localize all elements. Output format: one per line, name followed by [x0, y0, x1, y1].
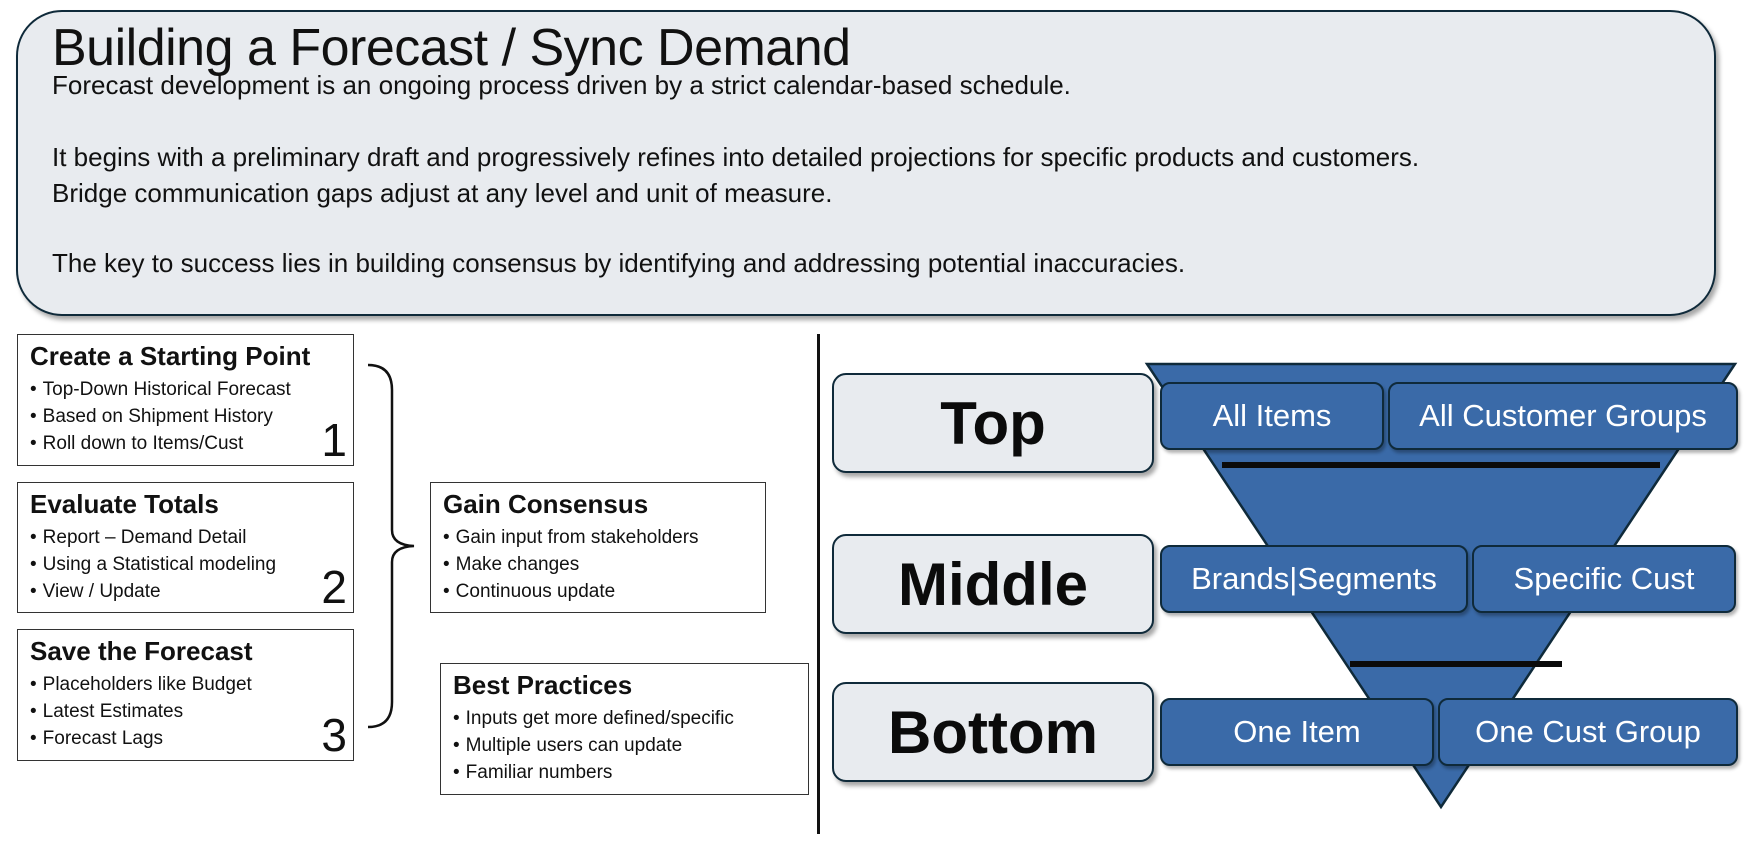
- header-panel: Building a Forecast / Sync Demand Foreca…: [16, 10, 1716, 316]
- tag-brands-segments: Brands|Segments: [1160, 545, 1468, 613]
- step-bullets: Placeholders like Budget Latest Estimate…: [30, 671, 341, 752]
- bullet-item: Continuous update: [443, 578, 753, 605]
- tag-all-customer-groups: All Customer Groups: [1388, 382, 1738, 450]
- step-bullets: Top-Down Historical Forecast Based on Sh…: [30, 376, 341, 457]
- tag-all-items: All Items: [1160, 382, 1384, 450]
- tag-one-cust-group: One Cust Group: [1438, 698, 1738, 766]
- step-box-3: Save the Forecast Placeholders like Budg…: [17, 629, 354, 761]
- level-label-bottom: Bottom: [832, 682, 1154, 782]
- intro-line-1: Forecast development is an ongoing proce…: [52, 70, 1071, 100]
- bullet-item: Placeholders like Budget: [30, 671, 341, 698]
- consensus-title: Gain Consensus: [443, 489, 649, 519]
- bullet-item: Gain input from stakeholders: [443, 524, 753, 551]
- step-number: 1: [321, 414, 347, 466]
- bullet-item: Based on Shipment History: [30, 403, 341, 430]
- step-bullets: Report – Demand Detail Using a Statistic…: [30, 524, 341, 605]
- step-number: 2: [321, 561, 347, 613]
- gain-consensus-box: Gain Consensus Gain input from stakehold…: [430, 482, 766, 613]
- intro-line-2: It begins with a preliminary draft and p…: [52, 142, 1420, 172]
- step-box-2: Evaluate Totals Report – Demand Detail U…: [17, 482, 354, 613]
- bullet-item: Inputs get more defined/specific: [453, 705, 796, 732]
- vertical-divider: [817, 334, 820, 834]
- bullet-item: Top-Down Historical Forecast: [30, 376, 341, 403]
- step-title: Create a Starting Point: [30, 341, 311, 371]
- step-number: 3: [321, 709, 347, 761]
- best-practices-box: Best Practices Inputs get more defined/s…: [440, 663, 809, 795]
- step-title: Save the Forecast: [30, 636, 253, 666]
- level-label-middle: Middle: [832, 534, 1154, 634]
- step-box-1: Create a Starting Point Top-Down Histori…: [17, 334, 354, 466]
- bullet-item: Report – Demand Detail: [30, 524, 341, 551]
- bullet-item: Familiar numbers: [453, 759, 796, 786]
- step-title: Evaluate Totals: [30, 489, 219, 519]
- curly-brace: [367, 363, 415, 729]
- bullet-item: Latest Estimates: [30, 698, 341, 725]
- best-practices-title: Best Practices: [453, 670, 633, 700]
- bullet-item: Multiple users can update: [453, 732, 796, 759]
- tag-specific-cust: Specific Cust: [1472, 545, 1736, 613]
- best-practices-bullets: Inputs get more defined/specific Multipl…: [453, 705, 796, 786]
- page-title: Building a Forecast / Sync Demand: [52, 19, 851, 77]
- intro-line-3: Bridge communication gaps adjust at any …: [52, 178, 833, 208]
- bullet-item: Make changes: [443, 551, 753, 578]
- tag-one-item: One Item: [1160, 698, 1434, 766]
- level-label-top: Top: [832, 373, 1154, 473]
- bullet-item: Forecast Lags: [30, 725, 341, 752]
- consensus-bullets: Gain input from stakeholders Make change…: [443, 524, 753, 605]
- bullet-item: Roll down to Items/Cust: [30, 430, 341, 457]
- bullet-item: Using a Statistical modeling: [30, 551, 341, 578]
- intro-line-4: The key to success lies in building cons…: [52, 248, 1186, 278]
- bullet-item: View / Update: [30, 578, 341, 605]
